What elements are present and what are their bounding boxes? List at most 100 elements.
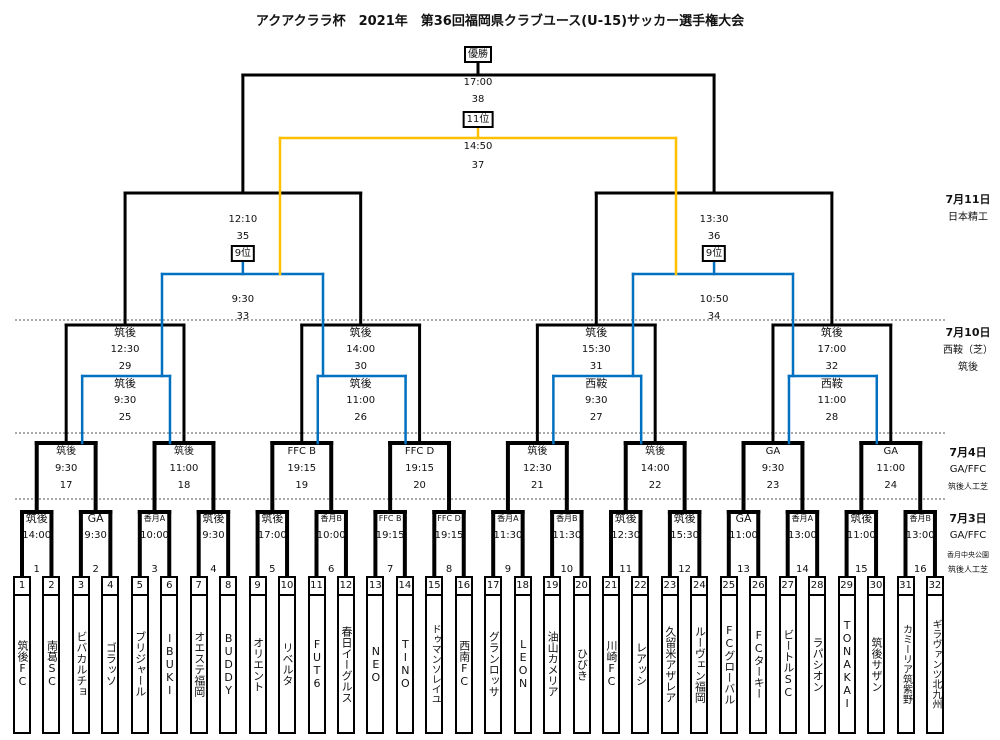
team-name: TONAKAI [840,618,854,710]
r1-match-number: 9 [504,564,512,575]
semi-match-time: 13:30 [699,214,729,225]
r1-match-number: 5 [269,564,276,575]
r1-match-number: 7 [386,564,394,575]
team-name-box[interactable]: ドゥマンソレイユ [425,596,444,734]
team-name-box[interactable]: レアッシ [631,596,650,734]
r2-match-venue: 筑後 [173,446,194,457]
team-number: 31 [896,576,915,596]
r1-match-number: 8 [445,564,453,575]
eleventh-place-box: 11位 [462,111,494,128]
r1-match-number: 12 [678,564,691,575]
team-number: 3 [71,576,90,596]
team-name-box[interactable]: LEON [513,596,532,734]
r1-match-number: 2 [92,564,99,575]
r3-lower-match-number: 26 [354,412,368,423]
team-number: 5 [130,576,149,596]
r1-match-time: 11:00 [729,530,758,541]
final-match-number: 38 [471,94,485,105]
schedule-venue-jul10-1: 西鞍（芝） [943,345,993,356]
team-number: 18 [513,576,532,596]
team-name: 油山カメリア [546,631,560,697]
r1-match-time: 9:30 [202,530,225,541]
schedule-date-jul11: 7月11日 [945,193,991,206]
team-name: TINO [398,638,412,690]
team-name-box[interactable]: オリエント [248,596,267,734]
team-name: ドゥマンソレイユ [429,624,441,704]
team-number: 23 [660,576,679,596]
r2-match-venue: 筑後 [527,446,548,457]
r2-match-time: 11:00 [169,463,199,474]
ninth-place-box: 9位 [701,245,727,262]
team-name-box[interactable]: NEO [366,596,385,734]
team-name: ルーヴェン福岡 [693,625,707,703]
team-number: 22 [631,576,650,596]
team-name-box[interactable]: ラパシオン [808,596,827,734]
team-number: 10 [278,576,297,596]
team-name-box[interactable]: FCターキー [749,596,768,734]
schedule-venue-jul4-2: 筑後人工芝 [948,482,988,491]
team-number: 2 [42,576,61,596]
team-name: FCグローバル [722,623,736,705]
r2-match-number: 19 [295,480,309,491]
team-name-box[interactable]: BUDDY [219,596,238,734]
team-name: 南葛SC [45,640,59,688]
r3-lower-match-venue: 筑後 [349,377,372,390]
team-name-box[interactable]: ビートルSC [778,596,797,734]
team-name-box[interactable]: TONAKAI [837,596,856,734]
team-name-box[interactable]: カミーリア筑紫野 [896,596,915,734]
team-name-box[interactable]: TINO [395,596,414,734]
team-name-box[interactable]: グランロッサ [484,596,503,734]
r1-match-number: 3 [151,564,158,575]
team-number: 20 [572,576,591,596]
r1-match-time: 19:15 [375,530,405,541]
team-name-box[interactable]: ギラヴァンツ北九州 [925,596,944,734]
team-name-box[interactable]: 西南FC [454,596,473,734]
team-name-box[interactable]: FUT6 [307,596,326,734]
team-name-box[interactable]: オエステ福岡 [189,596,208,734]
r2-match-number: 24 [884,480,898,491]
r2-match-time: 9:30 [761,463,785,474]
r1-match-time: 15:30 [670,530,700,541]
schedule-venue-jul10-2: 筑後 [958,362,978,373]
r2-match-number: 22 [648,480,662,491]
r2-match-time: 14:00 [640,463,670,474]
team-number: 29 [837,576,856,596]
r3-match-time: 12:30 [110,344,140,355]
team-name-box[interactable]: リベルタ [278,596,297,734]
team-name-box[interactable]: ビバカルチョ [71,596,90,734]
team-name-box[interactable]: 春日イーグルス [336,596,355,734]
r3-lower-match-time: 11:00 [346,395,376,406]
r1-match-time: 10:00 [140,530,169,541]
r2-match-venue: GA [765,446,781,457]
team-name-box[interactable]: 南葛SC [42,596,61,734]
team-name-box[interactable]: 川崎FC [602,596,620,734]
team-name-box[interactable]: IBUKI [160,596,179,734]
ninth-match-number: 33 [236,311,250,322]
team-name: オリエント [251,636,265,692]
team-name-box[interactable]: FCグローバル [719,596,738,734]
team-name: 川崎FC [605,640,618,688]
team-name: 筑後サザン [870,636,884,692]
team-name-box[interactable]: 筑後FC [13,596,31,734]
team-name-box[interactable]: ブリジャール [130,596,149,734]
r1-match-venue: FFC B [378,514,402,523]
team-name-box[interactable]: ひびき [572,596,591,734]
r3-lower-match-number: 27 [589,412,603,423]
team-number: 4 [101,576,120,596]
team-name-box[interactable]: ゴラッソ [101,596,120,734]
team-name: ビバカルチョ [74,631,88,697]
team-name-box[interactable]: 久留米アザレア [660,596,679,734]
r3-match-time: 14:00 [346,344,376,355]
r1-match-venue: GA [735,512,752,525]
r3-lower-match-number: 25 [118,412,132,423]
team-number: 17 [484,576,503,596]
r2-match-number: 20 [413,480,426,491]
schedule-venue-jul11: 日本精工 [948,212,988,223]
r3-match-time: 17:00 [817,344,847,355]
r1-match-venue: GA [87,512,104,525]
team-name-box[interactable]: 筑後サザン [867,596,886,734]
team-name-box[interactable]: ルーヴェン福岡 [690,596,709,734]
team-name-box[interactable]: 油山カメリア [543,596,562,734]
schedule-venue-jul3-1: GA/FFC [949,530,987,541]
